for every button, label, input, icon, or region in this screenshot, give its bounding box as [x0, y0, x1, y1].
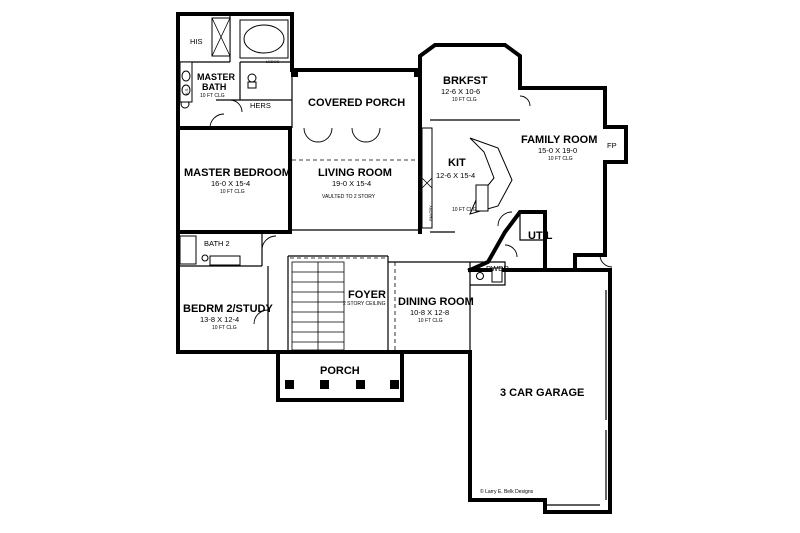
bedrm2-dims: 13-8 X 12-4	[200, 315, 239, 324]
porch-columns	[285, 380, 399, 389]
util-label: UTIL	[528, 230, 553, 242]
pwdr-label: PWDR	[486, 264, 509, 273]
foyer-label: FOYER	[348, 289, 386, 301]
bedrm2-label: BEDRM 2/STUDY	[183, 303, 274, 315]
stairs	[291, 261, 345, 351]
pwdr-fixtures	[476, 267, 503, 283]
room-labels: HIS LEDGE MASTER BATH 10 FT CLG K.S. HER…	[183, 37, 617, 495]
shower	[211, 17, 231, 57]
fp-label: FP	[607, 141, 617, 150]
dining-room-label: DINING ROOM	[398, 296, 474, 308]
living-room-note: VAULTED TO 2 STORY	[322, 194, 376, 200]
pantry-label: PANTRY	[428, 205, 433, 221]
master-bath-clg: 10 FT CLG	[200, 93, 225, 99]
vanity-sinks	[179, 61, 193, 103]
master-bath-label-2: BATH	[202, 82, 226, 92]
ceiling-dash-lines	[290, 159, 420, 352]
master-bedroom-clg: 10 FT CLG	[220, 189, 245, 195]
master-bedroom-label: MASTER BEDROOM	[184, 167, 291, 179]
brkfst-label: BRKFST	[443, 75, 488, 87]
garage-doors	[546, 290, 607, 506]
dining-room-clg: 10 FT CLG	[418, 318, 443, 324]
bath2-label: BATH 2	[204, 239, 230, 248]
ks-label: K.S.	[184, 87, 189, 95]
master-bedroom-dims: 16-0 X 15-4	[211, 179, 250, 188]
garage-label: 3 CAR GARAGE	[500, 387, 584, 399]
family-room-dims: 15-0 X 19-0	[538, 146, 577, 155]
porch-label: PORCH	[320, 365, 360, 377]
kit-label: KIT	[448, 157, 466, 169]
hers-label: HERS	[250, 101, 271, 110]
master-bath-label-1: MASTER	[197, 72, 236, 82]
designer-credit: © Larry E. Belk Designs	[480, 488, 534, 495]
kitchen-counters	[421, 127, 513, 229]
bathtub-master	[239, 19, 289, 59]
living-room-dims: 19-0 X 15-4	[332, 179, 371, 188]
bedrm2-clg: 10 FT CLG	[212, 325, 237, 331]
kit-dims: 12-6 X 15-4	[436, 171, 475, 180]
his-label: HIS	[190, 37, 203, 46]
covered-porch-columns	[291, 70, 421, 77]
foyer-note: 2 STORY CEILING	[343, 301, 386, 307]
living-room-label: LIVING ROOM	[318, 167, 392, 179]
bathtub-bath2	[179, 235, 241, 266]
family-room-clg: 10 FT CLG	[548, 156, 573, 162]
family-room-label: FAMILY ROOM	[521, 134, 597, 146]
ledge-label: LEDGE	[266, 59, 280, 64]
kit-clg: 10 FT CLG	[452, 207, 477, 213]
dining-room-dims: 10-8 X 12-8	[410, 308, 449, 317]
doors	[209, 95, 613, 325]
covered-porch-label: COVERED PORCH	[308, 97, 405, 109]
exterior-walls	[176, 12, 628, 514]
brkfst-dims: 12-6 X 10-6	[441, 87, 480, 96]
brkfst-clg: 10 FT CLG	[452, 97, 477, 103]
